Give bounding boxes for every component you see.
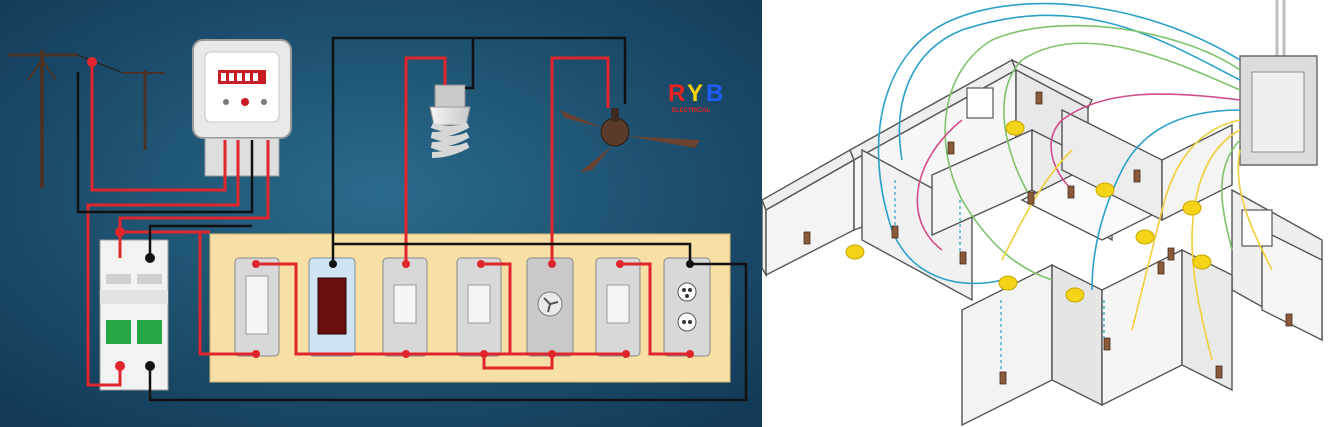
socket <box>663 257 711 357</box>
indicator-lamp <box>308 257 356 357</box>
switch-4 <box>595 257 641 357</box>
live-wires <box>86 56 690 387</box>
mcb-breaker <box>99 239 169 391</box>
svg-text:B: B <box>706 80 723 107</box>
fan-regulator <box>526 257 574 357</box>
switch-2 <box>382 257 428 357</box>
switch-1 <box>234 257 280 357</box>
live-wire-nodes <box>87 57 694 371</box>
svg-text:Y: Y <box>687 80 703 107</box>
house-windows <box>966 87 1273 247</box>
board-wiring-svg: R Y B ELECTRICAL <box>0 0 762 427</box>
ryb-logo: R Y B ELECTRICAL <box>668 80 723 114</box>
svg-text:R: R <box>668 80 685 107</box>
distribution-panel <box>1239 0 1318 166</box>
cfl-bulb <box>429 84 471 158</box>
wall-outlets <box>803 91 1293 385</box>
hidden-wire-runs <box>894 180 1105 372</box>
utility-pole <box>8 50 165 188</box>
house-wiring-diagram <box>762 0 1331 427</box>
ceiling-fan <box>560 108 700 172</box>
svg-text:ELECTRICAL: ELECTRICAL <box>672 108 710 114</box>
house-walls <box>762 58 1323 427</box>
switch-3 <box>456 257 502 357</box>
house-wiring-svg <box>762 0 1323 427</box>
energy-meter <box>192 39 292 177</box>
neutral-wires <box>76 36 748 402</box>
board-wiring-diagram: R Y B ELECTRICAL <box>0 0 762 427</box>
ceiling-lights <box>845 120 1212 303</box>
neutral-wire-nodes <box>145 253 694 371</box>
